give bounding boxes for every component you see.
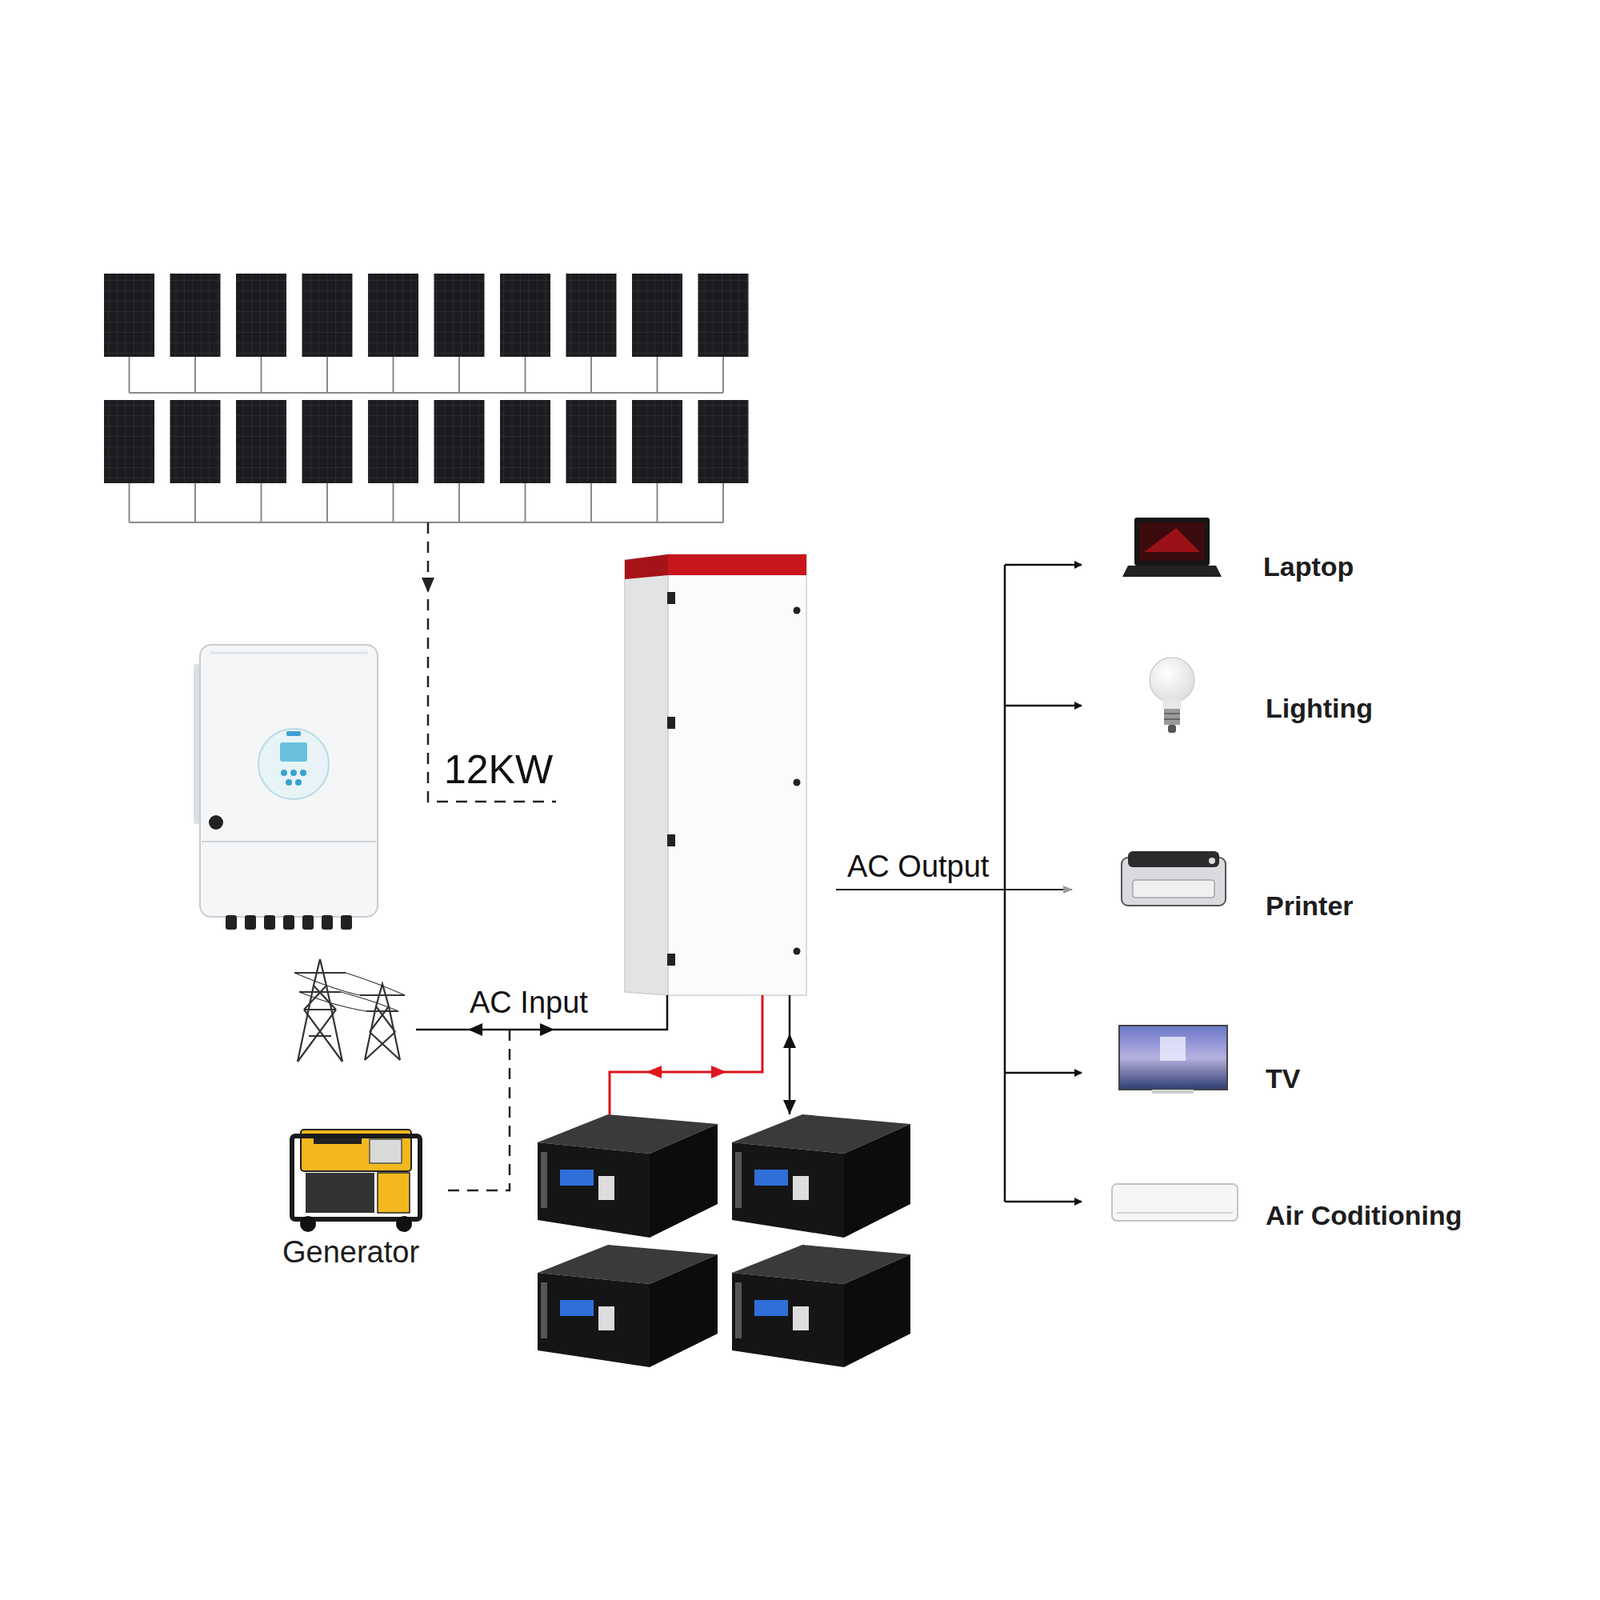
load-label: Lighting	[1260, 689, 1378, 728]
bulb-icon	[1149, 657, 1195, 733]
solar-panels	[104, 273, 749, 523]
node-text: TV	[1265, 1063, 1300, 1095]
battery-cabinet	[624, 554, 807, 996]
load-label: Laptop	[1258, 548, 1359, 586]
air-conditioner-icon	[1112, 1184, 1238, 1221]
node-text: Laptop	[1263, 551, 1354, 583]
load-label: Air Coditioning	[1260, 1196, 1468, 1235]
inverter	[193, 644, 378, 930]
generator-label: Generator	[277, 1232, 424, 1274]
tv-icon	[1119, 1025, 1228, 1094]
pv-dashed-line	[421, 522, 556, 802]
power-rating: 12KW	[444, 747, 553, 794]
node-text: Lighting	[1265, 692, 1373, 724]
generator-icon	[292, 1129, 420, 1232]
laptop-icon	[1122, 517, 1222, 577]
battery-modules	[537, 1114, 911, 1368]
node-text: Air Coditioning	[1265, 1200, 1463, 1232]
printer-icon	[1121, 851, 1226, 906]
line-label: AC Input	[469, 985, 588, 1021]
load-label: Printer	[1260, 887, 1359, 925]
node-text: Printer	[1265, 890, 1354, 922]
grid-towers	[294, 959, 405, 1062]
line-label: AC Output	[847, 849, 989, 885]
battery-wiring	[609, 995, 796, 1115]
node-text: Generator	[282, 1235, 420, 1271]
load-label: TV	[1260, 1060, 1305, 1098]
ac-output-wiring	[836, 564, 1082, 1202]
